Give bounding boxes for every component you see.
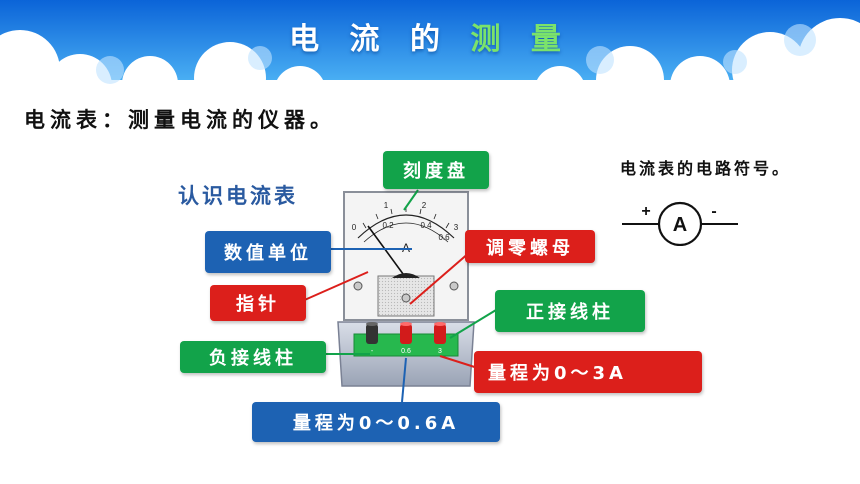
ammeter-illustration: 0 1 2 3 0.2 0.4 0.6 A - 0.6 3 <box>337 191 475 387</box>
dial-tick-3: 3 <box>454 223 459 232</box>
dial-tick-02: 0.2 <box>382 221 394 230</box>
definition-text: 电流表：测量电流的仪器。 <box>24 108 336 132</box>
label-zero-adjust: 调零螺母 <box>465 230 595 263</box>
title-highlight: 测 量 <box>470 22 571 57</box>
terminal-06-label: 0.6 <box>401 348 411 355</box>
subtitle: 认识电流表 <box>178 184 298 208</box>
symbol-minus: - <box>711 203 716 220</box>
symbol-title: 电流表的电路符号。 <box>620 159 792 178</box>
label-pointer: 指针 <box>210 285 306 321</box>
label-negative-terminal: 负接线柱 <box>180 341 326 373</box>
pointer-needle <box>367 225 407 279</box>
cloud-banner <box>0 0 860 100</box>
symbol-plus: + <box>641 203 650 220</box>
ammeter-symbol: A + - <box>622 201 738 246</box>
dial-tick-06: 0.6 <box>438 233 450 242</box>
label-range-3a: 量程为0～3A <box>474 351 702 393</box>
label-positive-terminal: 正接线柱 <box>495 290 645 332</box>
terminal-neg-label: - <box>371 348 374 355</box>
title-main: 电 流 的 <box>289 22 471 57</box>
zero-adjust-screw <box>401 293 411 303</box>
dial-tick-0: 0 <box>352 223 357 232</box>
page-title: 电 流 的 测 量 <box>0 14 860 58</box>
dial-tick-2: 2 <box>422 201 427 210</box>
dial-tick-04: 0.4 <box>420 221 432 230</box>
dial-tick-1: 1 <box>384 201 389 210</box>
label-dial: 刻度盘 <box>383 151 489 189</box>
dial-unit: A <box>402 241 410 255</box>
symbol-letter: A <box>673 214 687 236</box>
terminal-3-label: 3 <box>438 348 442 355</box>
label-unit: 数值单位 <box>205 231 331 273</box>
label-range-06a: 量程为0～0.6A <box>252 402 500 442</box>
